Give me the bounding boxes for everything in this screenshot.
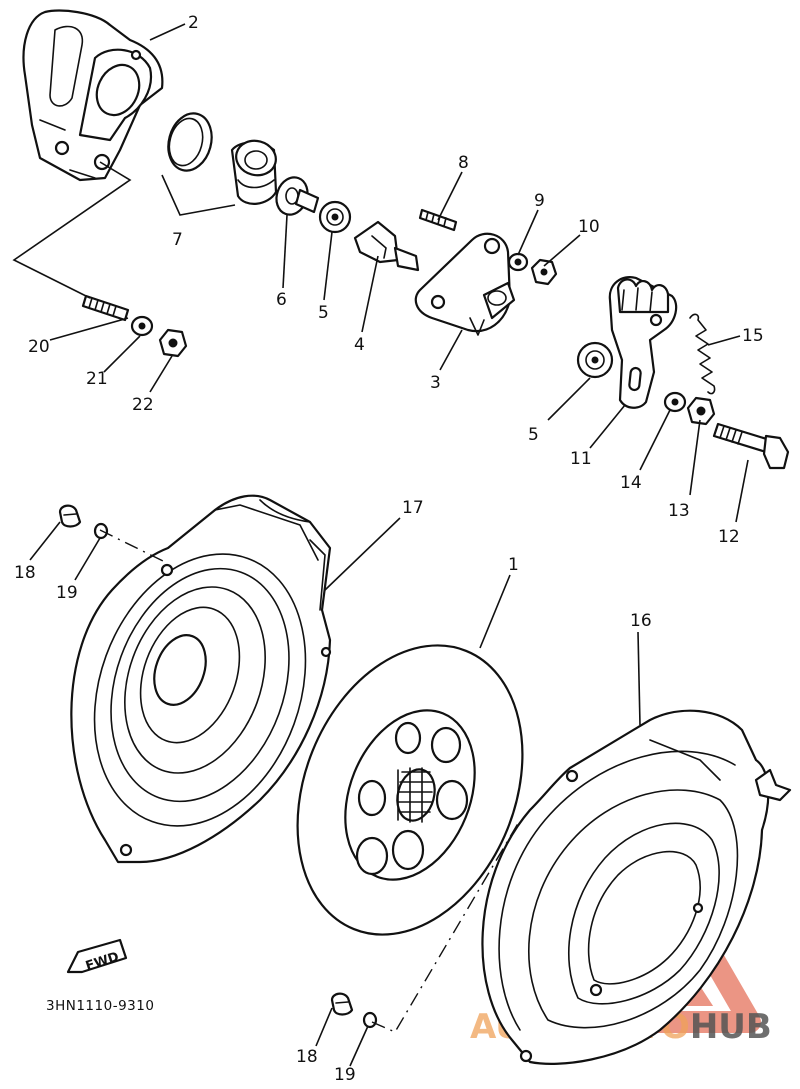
part-5-bearing-upper — [318, 200, 352, 234]
callout-13: 13 — [668, 501, 690, 521]
callout-6: 6 — [276, 290, 287, 310]
part-1-disc — [296, 644, 524, 936]
callout-2: 2 — [188, 13, 199, 33]
callout-17: 17 — [402, 498, 424, 518]
assembly-lines — [12, 161, 521, 1033]
callout-numbers: 2 7 6 5 4 8 9 10 3 15 5 11 14 13 12 20 2… — [14, 13, 764, 1085]
part-16-front-cover — [481, 709, 792, 1065]
callout-7: 7 — [172, 230, 183, 250]
callout-20: 20 — [28, 337, 50, 357]
leader-lines — [29, 23, 749, 1067]
part-10-nut — [530, 258, 558, 286]
callout-5-lower: 5 — [528, 425, 539, 445]
callout-18-upper: 18 — [14, 563, 36, 583]
part-18-bolt-upper — [58, 504, 82, 528]
callout-14: 14 — [620, 473, 642, 493]
callout-9: 9 — [534, 191, 545, 211]
part-12-bolt — [712, 422, 790, 470]
part-6-shaft — [275, 176, 320, 216]
part-17-back-cover — [70, 494, 332, 864]
part-13-nut — [686, 396, 716, 426]
callout-5-upper: 5 — [318, 303, 329, 323]
callout-3: 3 — [430, 373, 441, 393]
part-7-seal — [167, 112, 278, 205]
callout-19-upper: 19 — [56, 583, 78, 603]
part-3-arm — [414, 232, 516, 336]
part-14-washer — [663, 391, 687, 413]
fwd-arrow: FWD — [66, 938, 128, 974]
callout-12: 12 — [718, 527, 740, 547]
part-11-lever — [608, 276, 678, 409]
part-9-washer — [507, 252, 529, 272]
part-18-bolt-lower — [330, 992, 354, 1016]
part-19-washer-lower — [362, 1011, 378, 1029]
callout-21: 21 — [86, 369, 108, 389]
part-15-spring — [689, 313, 716, 395]
callout-19-lower: 19 — [334, 1065, 356, 1085]
part-21-washer — [130, 315, 154, 337]
callout-15: 15 — [742, 326, 764, 346]
callout-18-lower: 18 — [296, 1047, 318, 1067]
callout-16: 16 — [630, 611, 652, 631]
part-4-cam — [353, 220, 420, 272]
part-22-nut — [158, 328, 188, 358]
callout-4: 4 — [354, 335, 365, 355]
diagram-code: 3HN1110-9310 — [46, 998, 154, 1014]
callout-1: 1 — [508, 555, 519, 575]
callout-8: 8 — [458, 153, 469, 173]
callout-22: 22 — [132, 395, 154, 415]
part-5-bearing-lower — [576, 341, 614, 379]
callout-11: 11 — [570, 449, 592, 469]
part-2-bracket — [22, 9, 164, 182]
callout-10: 10 — [578, 217, 600, 237]
part-20-stud — [81, 294, 130, 322]
